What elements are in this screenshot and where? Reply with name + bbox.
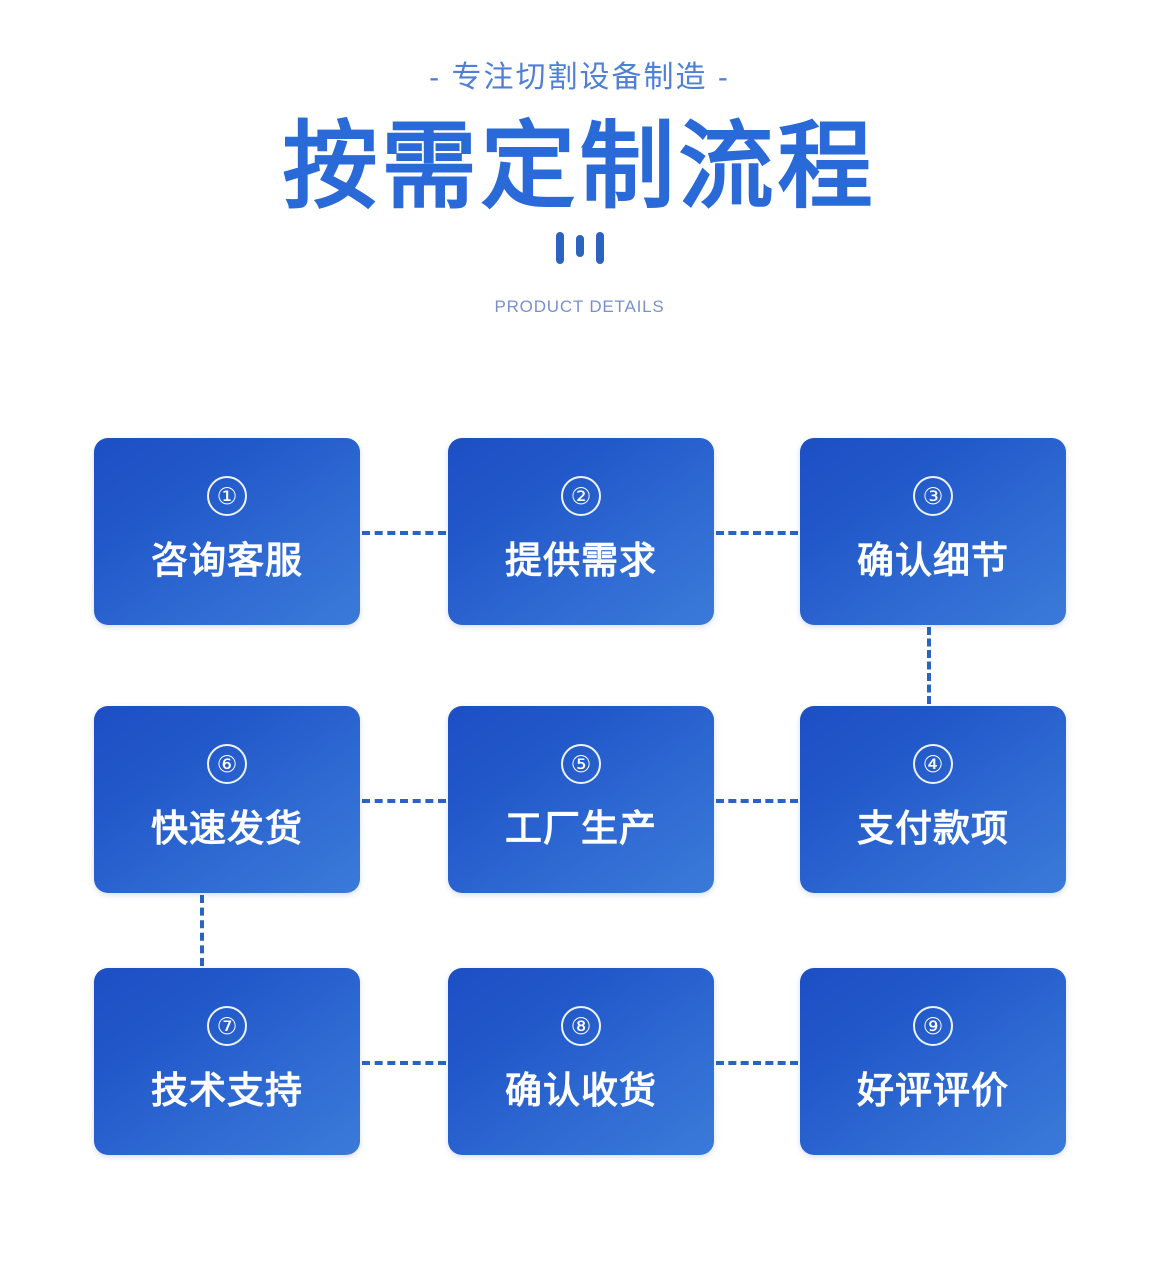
connector-8-9 (716, 1061, 798, 1065)
step-label-9: 好评评价 (857, 1070, 1009, 1111)
flow-step-card-2[interactable]: ② 提供需求 (448, 438, 714, 625)
flow-step-card-1[interactable]: ① 咨询客服 (94, 438, 360, 625)
flow-step-card-5[interactable]: ⑤ 工厂生产 (448, 706, 714, 893)
page-title: 按需定制流程 (282, 114, 877, 220)
step-label-2: 提供需求 (505, 540, 657, 581)
step-label-6: 快速发货 (151, 808, 303, 849)
divider-bar-right-icon (595, 232, 604, 264)
step-number-5: ⑤ (561, 744, 601, 784)
process-flow-grid: ① 咨询客服 ② 提供需求 ③ 确认细节 ④ 支付款项 ⑤ 工厂生产 ⑥ 快速发… (94, 438, 1066, 1155)
connector-7-8 (362, 1061, 446, 1065)
step-number-4: ④ (913, 744, 953, 784)
step-number-2: ② (561, 476, 601, 516)
step-label-3: 确认细节 (857, 540, 1009, 581)
page-header: - 专注切割设备制造 - 按需定制流程 PRODUCT DETAILS (0, 0, 1159, 318)
connector-5-6 (362, 799, 446, 803)
step-label-8: 确认收货 (505, 1070, 657, 1111)
step-number-8: ⑧ (561, 1006, 601, 1046)
connector-2-3 (716, 531, 798, 535)
flow-step-card-3[interactable]: ③ 确认细节 (800, 438, 1066, 625)
flow-step-card-6[interactable]: ⑥ 快速发货 (94, 706, 360, 893)
connector-6-7 (200, 895, 204, 966)
step-label-1: 咨询客服 (151, 540, 303, 581)
step-label-7: 技术支持 (151, 1070, 303, 1111)
divider-bars-ornament (0, 232, 1159, 272)
step-number-7: ⑦ (207, 1006, 247, 1046)
divider-bar-middle-icon (575, 235, 584, 257)
flow-step-card-7[interactable]: ⑦ 技术支持 (94, 968, 360, 1155)
header-subtitle: - 专注切割设备制造 - (429, 61, 730, 94)
step-number-1: ① (207, 476, 247, 516)
flow-step-card-4[interactable]: ④ 支付款项 (800, 706, 1066, 893)
step-number-9: ⑨ (913, 1006, 953, 1046)
step-label-4: 支付款项 (857, 808, 1009, 849)
flow-step-card-8[interactable]: ⑧ 确认收货 (448, 968, 714, 1155)
flow-step-card-9[interactable]: ⑨ 好评评价 (800, 968, 1066, 1155)
step-label-5: 工厂生产 (505, 808, 657, 849)
step-number-6: ⑥ (207, 744, 247, 784)
connector-4-5 (716, 799, 798, 803)
header-eyebrow: PRODUCT DETAILS (494, 297, 665, 316)
connector-1-2 (362, 531, 446, 535)
step-number-3: ③ (913, 476, 953, 516)
connector-3-4 (927, 627, 931, 704)
divider-bar-left-icon (555, 232, 564, 264)
